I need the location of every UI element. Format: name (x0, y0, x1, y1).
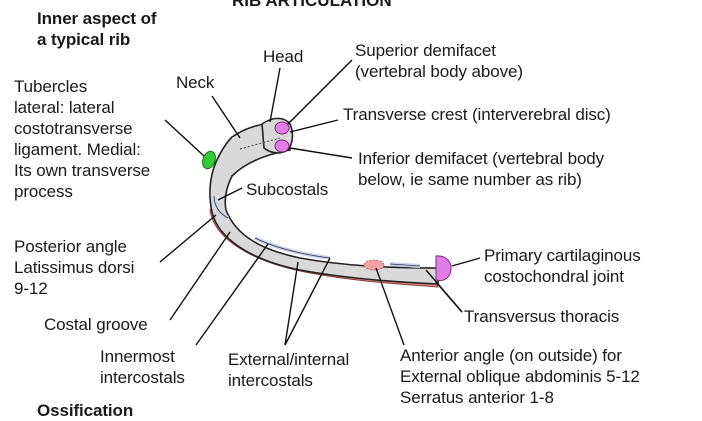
transverse-crest-leader (290, 120, 338, 132)
posterior-angle-leader (160, 215, 216, 262)
label-primary-cartilaginous: Primary cartilaginous costochondral join… (484, 245, 641, 287)
costochondral-joint-mark (436, 256, 451, 281)
anterior-angle-mark (364, 260, 384, 270)
inferior-demifacet-leader (290, 148, 352, 158)
title-partial: RIB ARTICULATION (232, 0, 392, 10)
label-neck: Neck (176, 72, 214, 93)
label-external-internal-intercostals: External/internal intercostals (228, 349, 349, 391)
neck-leader (212, 96, 240, 138)
primary-cartilaginous-leader (452, 258, 480, 266)
label-inferior-demifacet: Inferior demifacet (vertebral body below… (358, 148, 604, 190)
innermost-intercostals-leader (196, 244, 268, 345)
label-transversus-thoracis: Transversus thoracis (464, 306, 619, 327)
superior-demifacet-mark (275, 122, 289, 134)
label-head: Head (263, 46, 303, 67)
leader-lines (160, 60, 480, 345)
label-costal-groove: Costal groove (44, 314, 148, 335)
footer-ossification: Ossification (37, 400, 133, 421)
transversus-thoracis-leader-b (436, 282, 462, 312)
label-tubercles: Tubercles lateral: lateral costotransver… (14, 76, 150, 202)
label-innermost-intercostals: Innermost intercostals (100, 346, 185, 388)
tubercles-leader (165, 120, 204, 156)
label-transverse-crest: Transverse crest (interverebral disc) (343, 104, 611, 125)
subtitle: Inner aspect of a typical rib (37, 8, 156, 50)
label-subcostals: Subcostals (246, 179, 328, 200)
label-superior-demifacet: Superior demifacet (vertebral body above… (355, 40, 523, 82)
inferior-demifacet-mark (275, 140, 289, 152)
label-anterior-angle: Anterior angle (on outside) for External… (400, 345, 640, 408)
label-posterior-angle: Posterior angle Latissimus dorsi 9-12 (14, 236, 134, 299)
head-leader (270, 68, 280, 122)
